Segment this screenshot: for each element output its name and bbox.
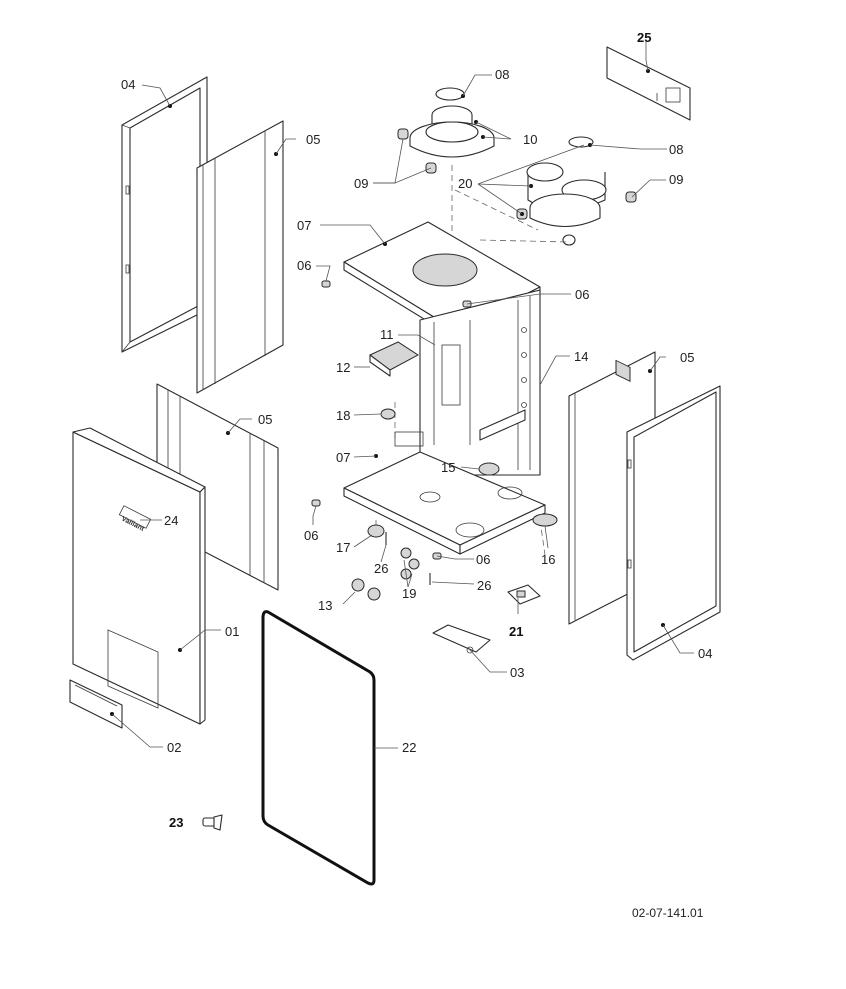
leader-lines (111, 40, 694, 749)
callout-20: 20 (458, 176, 472, 191)
callout-07-bottom: 07 (336, 450, 350, 465)
callout-25: 25 (637, 30, 651, 45)
callout-06-bottom-left: 06 (304, 528, 318, 543)
callout-11: 11 (380, 327, 394, 342)
side-panel-left-rear (121, 76, 208, 353)
flue-adaptor-twin (516, 136, 637, 246)
callout-18: 18 (336, 408, 350, 423)
callout-09-left: 09 (354, 176, 368, 191)
callout-05-left: 05 (306, 132, 320, 147)
callout-05-right: 05 (680, 350, 694, 365)
wall-mounting-bracket (606, 46, 691, 383)
callout-03: 03 (510, 665, 524, 680)
callout-26-right: 26 (477, 578, 491, 593)
callout-labels: 04 05 05 05 04 01 02 03 21 22 23 24 25 0… (121, 30, 712, 830)
callout-06-bottom: 06 (476, 552, 490, 567)
callout-16: 16 (541, 552, 555, 567)
front-gasket-seal (261, 610, 376, 886)
flue-adaptor-concentric (397, 87, 495, 174)
front-flap (69, 679, 123, 729)
drawing-reference-code: 02-07-141.01 (632, 906, 704, 920)
callout-01: 01 (225, 624, 239, 639)
callout-08-left: 08 (495, 67, 509, 82)
insulation-panel-left (196, 120, 284, 394)
callout-02: 02 (167, 740, 181, 755)
small-components (311, 280, 558, 654)
callout-15: 15 (441, 460, 455, 475)
callout-13: 13 (318, 598, 332, 613)
callout-12: 12 (336, 360, 350, 375)
callout-06-top-right: 06 (575, 287, 589, 302)
screw-front (202, 814, 223, 831)
callout-09-right: 09 (669, 172, 683, 187)
callout-26-left: 26 (374, 561, 388, 576)
callout-04-right: 04 (698, 646, 712, 661)
callout-21: 21 (509, 624, 523, 639)
callout-07-top: 07 (297, 218, 311, 233)
callout-22: 22 (402, 740, 416, 755)
callout-08-right: 08 (669, 142, 683, 157)
front-casing: Vaillant (72, 427, 206, 725)
side-panel-right (626, 385, 721, 661)
callout-24: 24 (164, 513, 178, 528)
callout-06-top-left: 06 (297, 258, 311, 273)
callout-04-left: 04 (121, 77, 135, 92)
callout-19: 19 (402, 586, 416, 601)
callout-17: 17 (336, 540, 350, 555)
callout-05-front: 05 (258, 412, 272, 427)
callout-23: 23 (169, 815, 183, 830)
callout-14: 14 (574, 349, 588, 364)
callout-10: 10 (523, 132, 537, 147)
main-chassis-frame (343, 221, 546, 555)
